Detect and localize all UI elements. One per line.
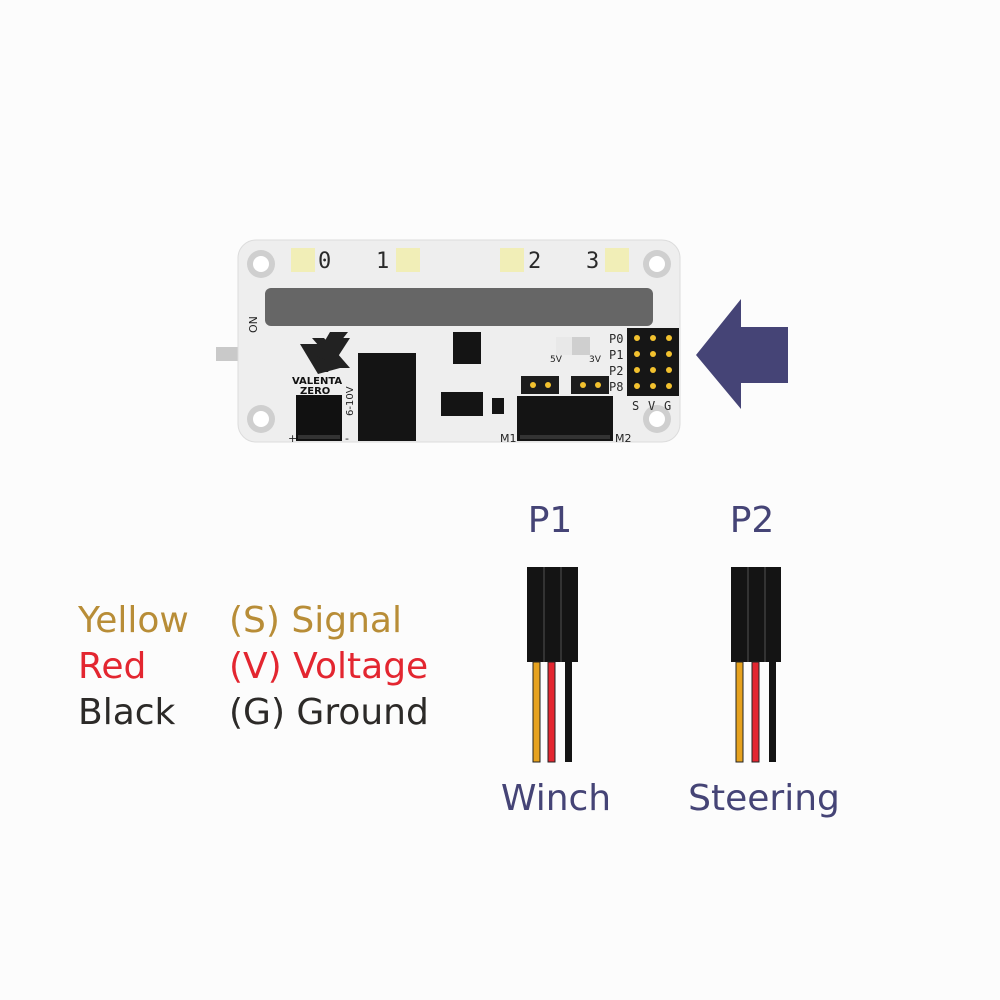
led-0 xyxy=(291,248,315,272)
header-pin xyxy=(650,383,656,389)
small-component xyxy=(492,398,504,414)
header-pin xyxy=(666,351,672,357)
pin-row-label-p8: P8 xyxy=(609,380,623,394)
wire-color-legend: Yellow (S) Signal Red (V) Voltage Black … xyxy=(78,598,429,736)
cable-p2 xyxy=(731,567,781,763)
jumper-3v-label: 3V xyxy=(589,355,602,365)
logo-text-line2: ZERO xyxy=(300,386,330,397)
legend-meaning: (G) Ground xyxy=(229,692,429,733)
pin-row-label-p2: P2 xyxy=(609,364,623,378)
header-pin xyxy=(666,383,672,389)
power-input-connector xyxy=(296,395,342,441)
valenta-zero-logo: VALENTA ZERO xyxy=(292,332,350,397)
led-label-1: 1 xyxy=(376,249,389,274)
small-chip xyxy=(453,332,481,364)
header-pin xyxy=(650,367,656,373)
header-pin xyxy=(634,351,640,357)
cable-device-label-steering: Steering xyxy=(688,778,840,819)
voltage-input-label: 6-10V xyxy=(345,386,356,416)
cable-p1 xyxy=(527,567,578,763)
jumper-pins xyxy=(521,376,609,394)
led-1 xyxy=(396,248,420,272)
header-pin xyxy=(634,383,640,389)
power-switch-knob xyxy=(216,347,240,361)
pin-row-label-p1: P1 xyxy=(609,348,623,362)
legend-row-red: Red (V) Voltage xyxy=(78,644,429,690)
led-label-2: 2 xyxy=(528,249,541,274)
switch-label: ON xyxy=(247,316,260,333)
pin-row-label-p0: P0 xyxy=(609,332,623,346)
legend-row-yellow: Yellow (S) Signal xyxy=(78,598,429,644)
led-2 xyxy=(500,248,524,272)
header-pin xyxy=(650,335,656,341)
led-3 xyxy=(605,248,629,272)
motor2-label: M2 xyxy=(615,432,632,445)
regulator xyxy=(441,392,483,416)
pin-col-label-v: V xyxy=(648,399,655,413)
legend-meaning: (S) Signal xyxy=(229,600,402,641)
cable-port-label-p1: P1 xyxy=(527,500,573,541)
cable-port-label-p2: P2 xyxy=(729,500,775,541)
header-pin xyxy=(634,335,640,341)
edge-connector-slot xyxy=(265,288,653,326)
header-pin xyxy=(666,335,672,341)
pin-header xyxy=(627,328,679,396)
plus-label: + xyxy=(288,432,297,445)
legend-meaning: (V) Voltage xyxy=(229,646,429,687)
motor-connector xyxy=(517,396,613,441)
led-label-3: 3 xyxy=(586,249,599,274)
legend-color-name: Red xyxy=(78,646,147,687)
legend-color-name: Yellow xyxy=(78,600,189,641)
jumper-5v-label: 5V xyxy=(550,355,563,365)
header-pin xyxy=(634,367,640,373)
left-arrow-icon xyxy=(696,299,788,409)
logo-text-line1: VALENTA xyxy=(292,376,342,387)
mounting-holes xyxy=(247,250,671,433)
motor1-label: M1 xyxy=(500,432,517,445)
minus-label: - xyxy=(345,432,349,445)
legend-row-black: Black (G) Ground xyxy=(78,690,429,736)
pin-col-label-g: G xyxy=(664,399,671,413)
legend-color-name: Black xyxy=(78,692,176,733)
cable-device-label-winch: Winch xyxy=(500,778,612,819)
header-pin xyxy=(650,351,656,357)
led-label-0: 0 xyxy=(318,249,331,274)
pin-col-label-s: S xyxy=(632,399,639,413)
header-pin xyxy=(666,367,672,373)
large-chip xyxy=(358,353,416,441)
